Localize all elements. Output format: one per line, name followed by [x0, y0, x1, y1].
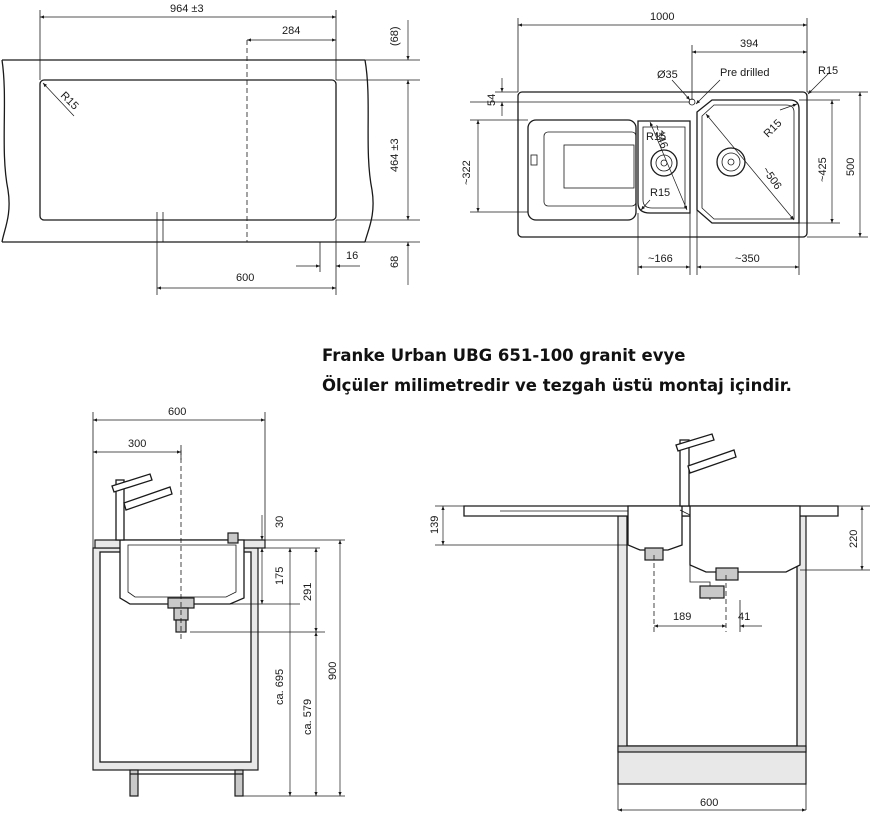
cutout-bottom68-label: 68: [389, 256, 401, 268]
top-425-label: ~425: [817, 157, 829, 182]
cutout-16-label: 16: [346, 250, 358, 262]
side-695-label: ca. 695: [274, 669, 286, 705]
cutout-radius-label: R15: [58, 90, 81, 113]
top-166-label: ~166: [648, 253, 673, 265]
side-30-label: 30: [274, 516, 286, 528]
top-r15-small-label: R15: [646, 131, 666, 143]
side-579-label: ca. 579: [302, 699, 314, 735]
cutout-width-label: 964 ±3: [170, 3, 204, 15]
top-r15-left-label: R15: [650, 187, 670, 199]
sink-top-view: [470, 18, 868, 275]
side-291-label: 291: [302, 583, 314, 601]
side-300-label: 300: [128, 438, 146, 450]
cutout-284-label: 284: [282, 25, 300, 37]
sink-side-view: [92, 412, 345, 797]
front-189-label: 189: [673, 611, 691, 623]
front-600-label: 600: [700, 797, 718, 809]
top-350-label: ~350: [735, 253, 760, 265]
top-54-label: 54: [486, 94, 498, 106]
side-600-label: 600: [168, 406, 186, 418]
front-220-label: 220: [848, 530, 860, 548]
caption-subtitle: Ölçüler milimetredir ve tezgah üstü mont…: [322, 376, 792, 395]
top-322-label: ~322: [461, 160, 473, 185]
side-900-label: 900: [327, 662, 339, 680]
side-175-label: 175: [274, 567, 286, 585]
top-r15-corner-label: R15: [818, 65, 838, 77]
cutout-top68-label: (68): [389, 26, 401, 46]
cutout-height-label: 464 ±3: [389, 138, 401, 172]
cutout-view: [1, 10, 420, 295]
front-41-label: 41: [738, 611, 750, 623]
top-506-label: ~506: [760, 165, 784, 192]
caption-title: Franke Urban UBG 651-100 granit evye: [322, 346, 686, 365]
top-r15-large-label: R15: [762, 117, 785, 140]
top-500-label: 500: [845, 158, 857, 176]
top-394-label: 394: [740, 38, 758, 50]
front-139-label: 139: [429, 516, 441, 534]
tap-hole-label: Ø35: [657, 69, 678, 81]
pre-drilled-label: Pre drilled: [720, 67, 770, 79]
cutout-600-label: 600: [236, 272, 254, 284]
sink-front-view: [435, 433, 870, 812]
top-width-label: 1000: [650, 11, 674, 23]
